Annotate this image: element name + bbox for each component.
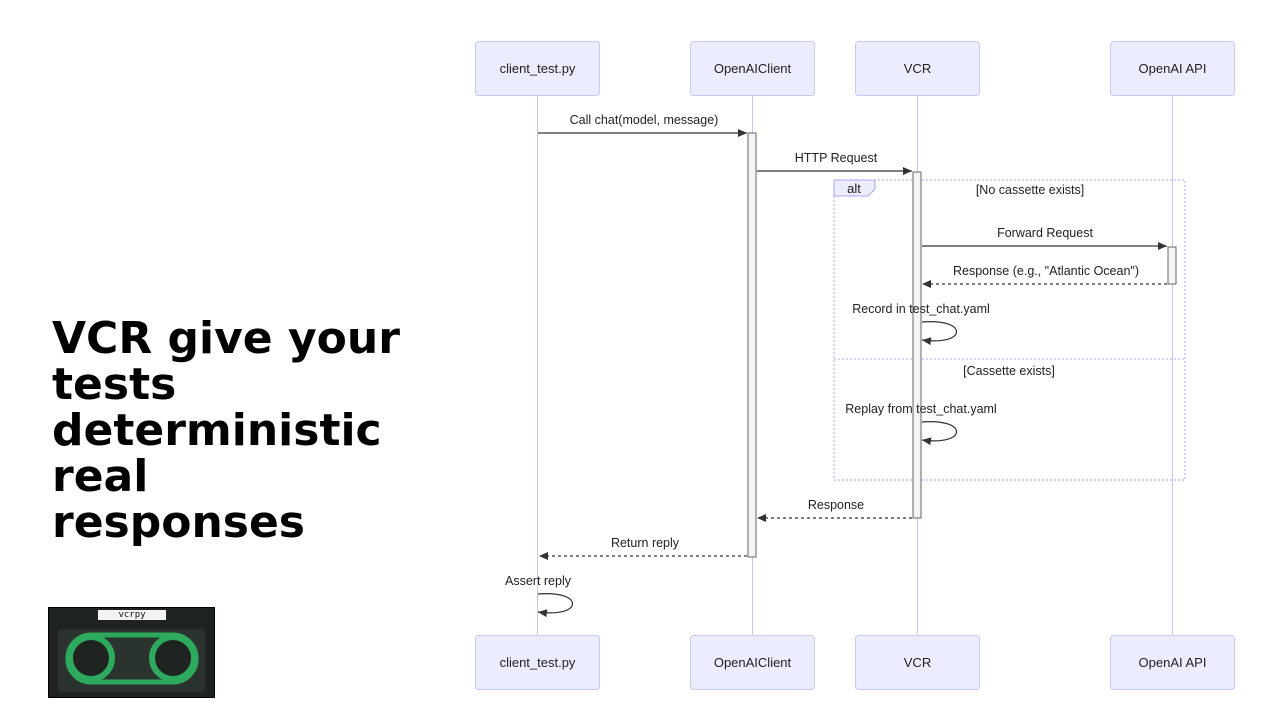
headline-line-3: responses (52, 497, 305, 548)
message-vcr-response: Response (757, 498, 912, 522)
message-label: Call chat(model, message) (570, 113, 719, 127)
actor-label: OpenAIClient (714, 61, 792, 76)
message-label: Record in test_chat.yaml (852, 302, 990, 316)
actor-label: client_test.py (500, 61, 576, 76)
message-label: Assert reply (505, 574, 572, 588)
alt-condition-cassette: [Cassette exists] (963, 364, 1055, 378)
alt-label: alt (847, 181, 861, 196)
actor-label: VCR (904, 61, 931, 76)
actor-openai-api-bottom: OpenAI API (1110, 635, 1235, 690)
alt-label-box (833, 179, 876, 197)
activation-openai-api (1167, 246, 1177, 285)
actor-vcr-top: VCR (855, 41, 980, 96)
actor-label: VCR (904, 655, 931, 670)
message-label: HTTP Request (795, 151, 878, 165)
actor-client-test-bottom: client_test.py (475, 635, 600, 690)
message-call-chat: Call chat(model, message) (538, 113, 747, 137)
message-api-response: Response (e.g., "Atlantic Ocean") (922, 264, 1167, 288)
logo-label: vcrpy (98, 610, 166, 620)
activation-vcr (912, 171, 922, 519)
message-label: Forward Request (997, 226, 1093, 240)
alt-frame (833, 179, 1186, 481)
actor-openai-client-bottom: OpenAIClient (690, 635, 815, 690)
vcrpy-logo: vcrpy (48, 607, 215, 698)
actor-openai-client-top: OpenAIClient (690, 41, 815, 96)
message-label: Response (e.g., "Atlantic Ocean") (953, 264, 1139, 278)
message-record: Record in test_chat.yaml (852, 302, 990, 346)
headline-line-2: deterministic real (52, 405, 382, 502)
message-label: Return reply (611, 536, 680, 550)
actor-openai-api-top: OpenAI API (1110, 41, 1235, 96)
cassette-tape-icon (65, 632, 199, 685)
message-label: Replay from test_chat.yaml (845, 402, 996, 416)
alt-condition-no-cassette: [No cassette exists] (976, 183, 1084, 197)
headline: VCR give your tests deterministic real r… (52, 316, 482, 546)
actor-client-test-top: client_test.py (475, 41, 600, 96)
actor-label: client_test.py (500, 655, 576, 670)
activation-openai-client (747, 132, 757, 558)
actor-label: OpenAI API (1139, 61, 1207, 76)
actor-label: OpenAIClient (714, 655, 792, 670)
headline-line-1: VCR give your tests (52, 313, 400, 410)
message-forward-request: Forward Request (922, 226, 1167, 250)
message-http-request: HTTP Request (757, 151, 912, 175)
message-return-reply: Return reply (539, 536, 747, 560)
left-reel-icon (67, 634, 115, 682)
actor-label: OpenAI API (1139, 655, 1207, 670)
message-label: Response (808, 498, 864, 512)
message-assert-reply: Assert reply (505, 574, 573, 618)
right-reel-icon (149, 634, 197, 682)
message-replay: Replay from test_chat.yaml (845, 402, 997, 446)
actor-vcr-bottom: VCR (855, 635, 980, 690)
